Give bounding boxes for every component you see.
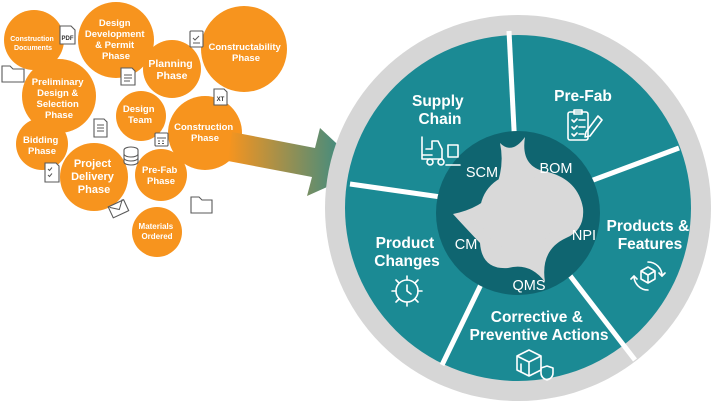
calendar-icon [154,132,169,147]
document-lines-icon [93,118,108,138]
bubble-constructability: Constructability Phase [201,6,287,92]
file-icons: PDF XT [1,25,228,219]
bubble-materials-ordered: Materials Ordered [132,207,182,257]
abbr-npi: NPI [572,228,596,244]
bubble-construction-documents-label: Construction Documents [10,36,56,52]
clipboard-check-icon [189,30,204,48]
bubble-project-delivery-label: Project Delivery Phase [71,158,117,196]
gear-clock-icon [391,275,423,307]
folder-open-icon [190,196,213,214]
box-cycle-icon [630,261,666,291]
database-icon [123,146,139,166]
box-shield-icon [516,349,554,381]
bubble-prefab-phase: Pre-Fab Phase [135,149,187,201]
bubble-bidding: Bidding Phase [16,118,68,170]
svg-text:PDF: PDF [62,36,74,42]
bubble-cluster: Construction Documents Design Developmen… [4,2,287,257]
bubble-project-delivery: Project Delivery Phase [60,143,128,211]
segment-prefab-title: Pre-Fab [554,88,612,105]
bubble-planning-label: Planning Phase [148,58,195,82]
abbr-cm: CM [455,237,478,253]
bubble-construction-label: Construction Phase [174,122,236,144]
folder-icon [1,65,25,83]
svg-text:XT: XT [217,97,225,103]
checklist-pencil-icon [567,109,603,141]
text-file-icon: XT [213,88,228,106]
document-icon [120,67,136,86]
bubble-preliminary-design-label: Preliminary Design & Selection Phase [32,77,86,121]
bubble-preliminary-design: Preliminary Design & Selection Phase [22,59,96,133]
bubble-design-team-label: Design Team [123,104,157,126]
bubble-design-team: Design Team [116,91,166,141]
bubble-planning: Planning Phase [143,40,201,98]
segment-products-features-title: Products & Features [607,218,694,253]
wheel-center-hub [480,174,556,250]
forklift-icon [421,136,461,166]
bubble-construction-documents: Construction Documents [4,10,64,70]
abbr-bom: BOM [539,161,572,177]
segment-corrective-title: Corrective & Preventive Actions [470,309,609,344]
abbr-scm: SCM [466,165,498,181]
envelope-check-icon [107,199,130,219]
pdf-file-icon: PDF [59,25,76,45]
bubble-bidding-label: Bidding Phase [23,135,61,157]
abbr-qms: QMS [512,278,545,294]
process-wheel: SCM BOM NPI QMS CM Supply Chain Pre-Fab … [325,15,711,401]
bubble-constructability-label: Constructability Phase [209,42,284,64]
bubble-design-development: Design Development & Permit Phase [78,2,154,78]
bubble-construction: Construction Phase [168,96,242,170]
bubble-prefab-phase-label: Pre-Fab Phase [142,165,180,187]
bubble-design-development-label: Design Development & Permit Phase [85,18,147,62]
segment-supply-chain-title: Supply Chain [412,93,468,128]
segment-product-changes-title: Product Changes [374,235,439,270]
bubble-materials-ordered-label: Materials Ordered [139,222,176,241]
checklist-doc-icon [44,162,60,183]
